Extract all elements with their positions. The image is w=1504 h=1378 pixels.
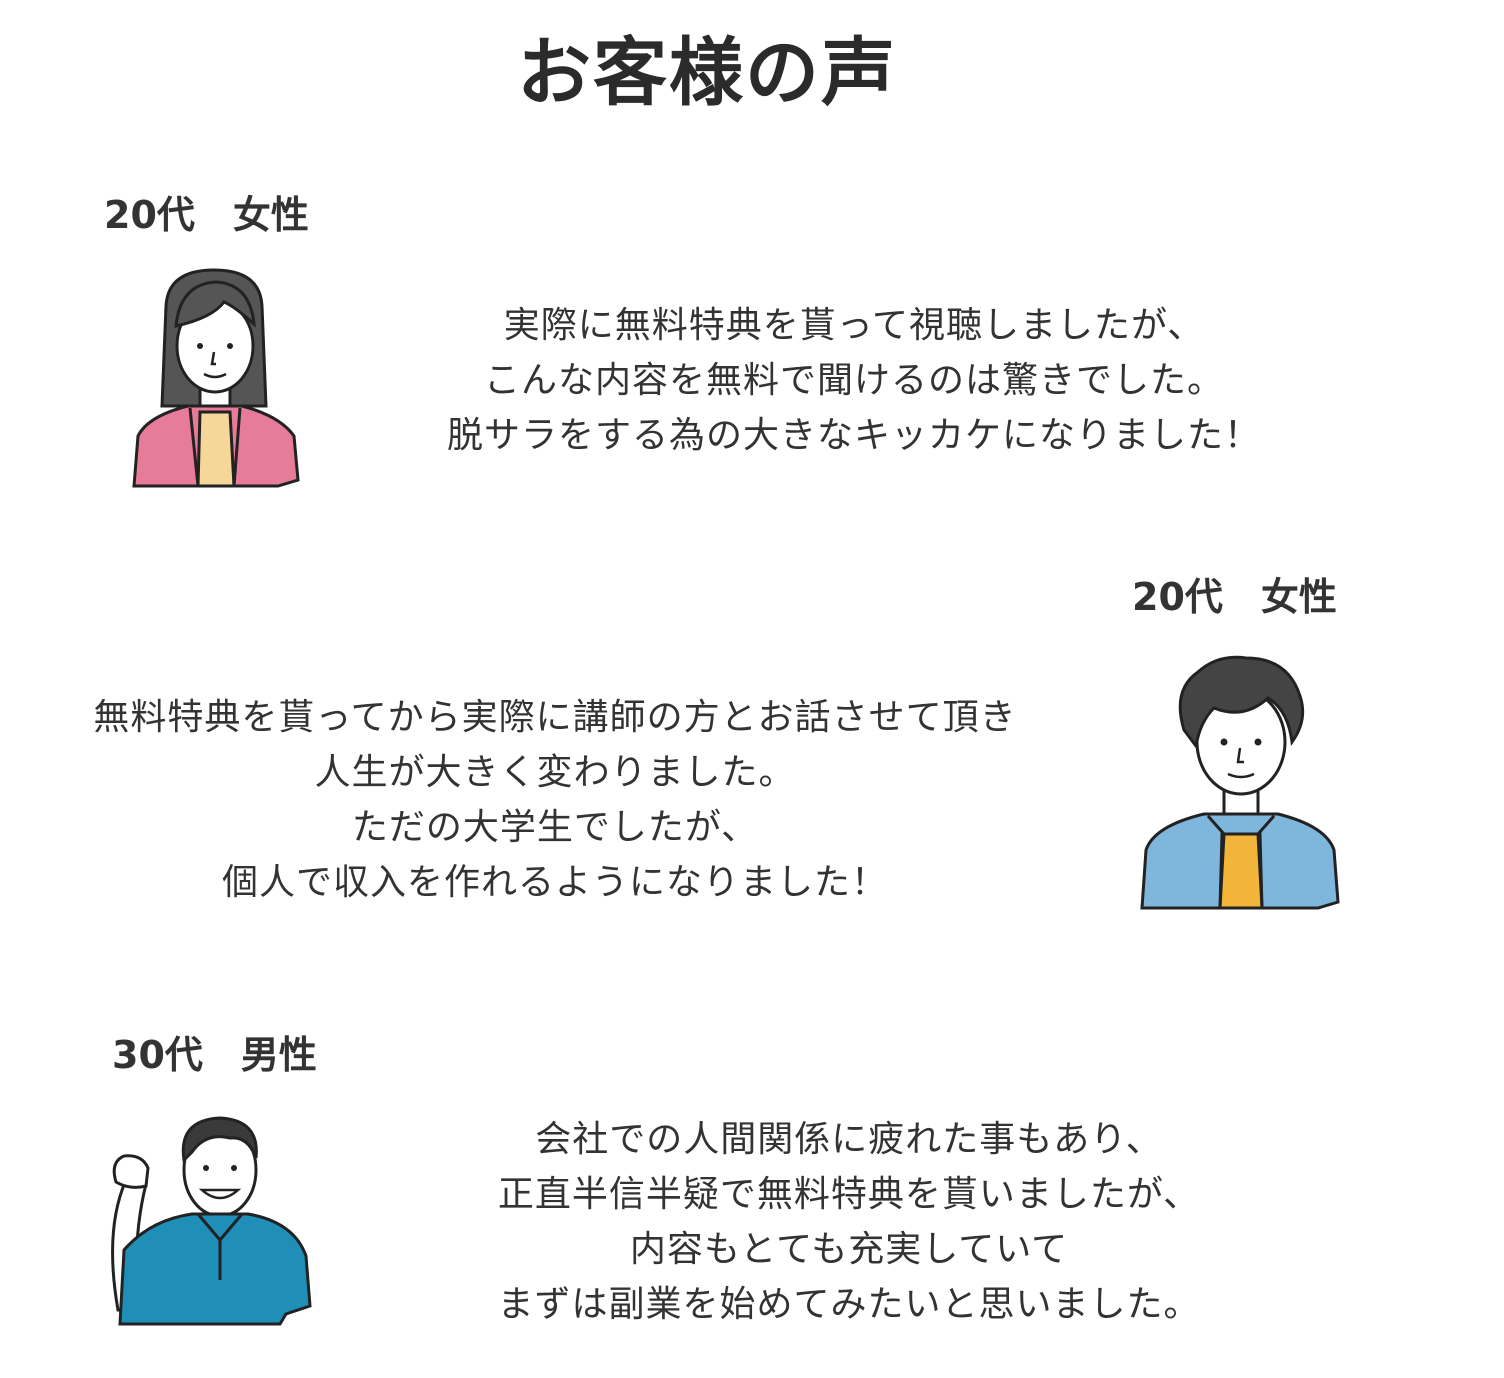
customer-label: 30代 男性 bbox=[112, 1033, 317, 1077]
quote-line: 脱サラをする為の大きなキッカケになりました！ bbox=[446, 415, 1261, 456]
quote-line: こんな内容を無料で聞けるのは驚きでした。 bbox=[483, 360, 1224, 401]
customer-label: 20代 女性 bbox=[104, 193, 309, 237]
quote-line: 内容もとても充実していて bbox=[629, 1229, 1069, 1270]
testimonial-quote: 無料特典を貰ってから実際に講師の方とお話させて頂き 人生が大きく変わりました。 … bbox=[0, 690, 1110, 910]
man-avatar-icon bbox=[1138, 650, 1342, 912]
customer-label: 20代 女性 bbox=[1132, 575, 1337, 619]
quote-line: 正直半信半疑で無料特典を貰いましたが、 bbox=[497, 1174, 1201, 1215]
testimonial-quote: 実際に無料特典を貰って視聴しましたが、 こんな内容を無料で聞けるのは驚きでした。… bbox=[384, 298, 1324, 463]
page-title: お客様の声 bbox=[517, 30, 897, 116]
quote-line: 会社での人間関係に疲れた事もあり、 bbox=[535, 1119, 1163, 1160]
testimonial-quote: 会社での人間関係に疲れた事もあり、 正直半信半疑で無料特典を貰いましたが、 内容… bbox=[384, 1112, 1314, 1332]
quote-line: 実際に無料特典を貰って視聴しましたが、 bbox=[503, 305, 1205, 346]
quote-line: ただの大学生でしたが、 bbox=[351, 807, 759, 848]
quote-line: まずは副業を始めてみたいと思いました。 bbox=[497, 1284, 1201, 1325]
man-fist-avatar-icon bbox=[80, 1110, 316, 1336]
quote-line: 人生が大きく変わりました。 bbox=[314, 752, 796, 793]
quote-line: 個人で収入を作れるようになりました！ bbox=[221, 862, 888, 903]
woman-avatar-icon bbox=[128, 266, 304, 490]
quote-line: 無料特典を貰ってから実際に講師の方とお話させて頂き bbox=[93, 697, 1017, 738]
